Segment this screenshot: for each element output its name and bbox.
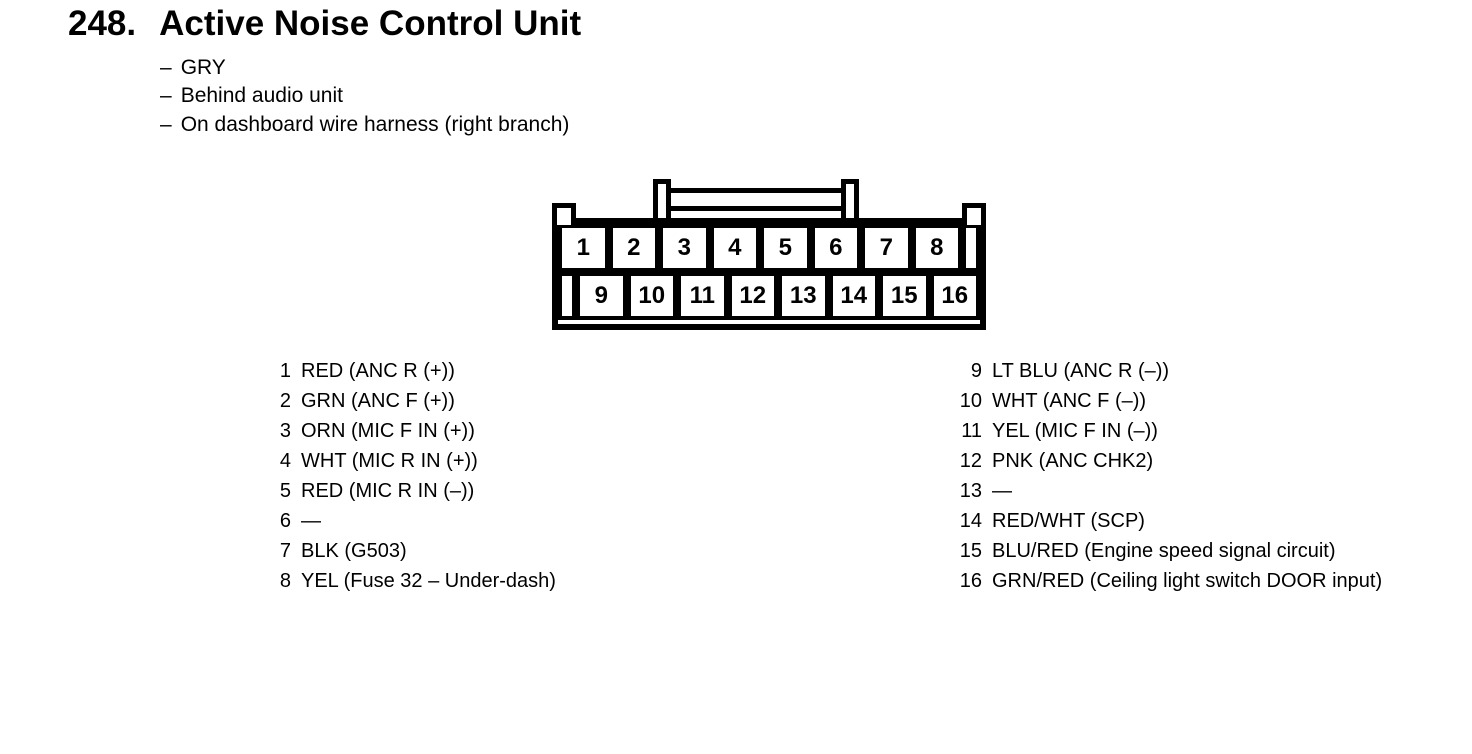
note-item: – GRY (160, 54, 569, 82)
pin-row: 9 LT BLU (ANC R (–)) (940, 357, 1382, 387)
pin-description: RED (MIC R IN (–)) (301, 480, 475, 502)
pin-description: BLK (G503) (301, 539, 407, 562)
note-dash: – (160, 84, 172, 108)
pin-description: LT BLU (ANC R (–)) (992, 360, 1170, 383)
pin-cell-7: 7 (861, 224, 912, 272)
pin-number: 6 (279, 509, 291, 532)
pin-number: 2 (279, 390, 291, 413)
pin-number: 15 (959, 539, 982, 562)
pin-row: 12 PNK (ANC CHK2) (940, 447, 1382, 477)
pin-cell-1: 1 (558, 224, 609, 272)
pin-cell-9: 9 (576, 272, 627, 320)
pin-cell-8: 8 (911, 224, 962, 272)
pin-cell-2: 2 (608, 224, 659, 272)
note-text: On dashboard wire harness (right branch) (180, 112, 570, 136)
pin-row-bottom: 9 10 11 12 13 14 15 16 (558, 272, 980, 320)
pin-description: RED (ANC R (+)) (301, 360, 455, 383)
pin-description: ORN (MIC F IN (+)) (301, 420, 475, 443)
note-text: GRY (180, 56, 226, 80)
pin-number: 16 (959, 569, 982, 592)
pin-number: 7 (279, 539, 291, 562)
pin-cell-3: 3 (659, 224, 710, 272)
blank-cell-top (962, 224, 980, 272)
pin-cell-4: 4 (709, 224, 760, 272)
pin-row: 13 — (940, 477, 1382, 507)
pin-cell-12: 12 (727, 272, 778, 320)
pin-description: WHT (MIC R IN (+)) (301, 450, 478, 473)
latch-bar (659, 188, 853, 211)
pin-cell-5: 5 (760, 224, 811, 272)
pin-row: 16 GRN/RED (Ceiling light switch DOOR in… (940, 566, 1382, 596)
pin-list-right: 9 LT BLU (ANC R (–)) 10 WHT (ANC F (–)) … (940, 357, 1382, 596)
pin-cell-14: 14 (828, 272, 879, 320)
pin-cell-10: 10 (626, 272, 677, 320)
pin-number: 1 (279, 360, 291, 383)
pin-number: 11 (961, 420, 982, 443)
notch-left (552, 203, 576, 225)
pin-number: 13 (959, 480, 982, 502)
pin-row-top: 1 2 3 4 5 6 7 8 (558, 224, 980, 272)
pin-number: 4 (279, 450, 291, 473)
latch-post-right (841, 179, 859, 220)
pin-number: 12 (959, 450, 982, 473)
pin-number: 8 (279, 569, 291, 592)
note-text: Behind audio unit (180, 84, 343, 108)
note-item: – On dashboard wire harness (right branc… (160, 111, 569, 139)
page-title: 248. Active Noise Control Unit (68, 4, 581, 44)
pin-number: 14 (959, 509, 982, 532)
pin-row: 5 RED (MIC R IN (–)) (257, 477, 556, 507)
section-number: 248. (68, 4, 137, 43)
pin-description: GRN (ANC F (+)) (301, 390, 455, 413)
pin-row: 1 RED (ANC R (+)) (257, 357, 556, 387)
connector-body: 1 2 3 4 5 6 7 8 9 10 11 12 13 14 15 16 (552, 218, 986, 330)
pin-description: GRN/RED (Ceiling light switch DOOR input… (992, 569, 1383, 592)
pin-row: 6 — (257, 506, 556, 536)
pin-row: 4 WHT (MIC R IN (+)) (257, 447, 556, 477)
pin-number: 3 (279, 420, 291, 443)
pin-row: 11 YEL (MIC F IN (–)) (940, 417, 1382, 447)
note-dash: – (160, 112, 172, 136)
pin-description: BLU/RED (Engine speed signal circuit) (992, 539, 1336, 562)
note-item: – Behind audio unit (160, 82, 569, 110)
pin-cell-6: 6 (810, 224, 861, 272)
pin-description: YEL (MIC F IN (–)) (992, 420, 1158, 443)
latch-post-left (653, 179, 671, 220)
connector-diagram: 1 2 3 4 5 6 7 8 9 10 11 12 13 14 15 16 (552, 179, 986, 330)
pin-cell-16: 16 (929, 272, 980, 320)
pin-description: PNK (ANC CHK2) (992, 450, 1154, 473)
pin-cell-15: 15 (879, 272, 930, 320)
pin-row: 15 BLU/RED (Engine speed signal circuit) (940, 536, 1382, 566)
notch-right (962, 203, 986, 225)
pin-row: 3 ORN (MIC F IN (+)) (257, 417, 556, 447)
blank-cell-bottom (558, 272, 576, 320)
pin-row: 10 WHT (ANC F (–)) (940, 387, 1382, 417)
pin-row: 2 GRN (ANC F (+)) (257, 387, 556, 417)
pin-description: — (301, 509, 321, 532)
pin-description: RED/WHT (SCP) (992, 509, 1145, 532)
pin-cell-11: 11 (677, 272, 728, 320)
note-dash: – (160, 56, 172, 80)
pin-row: 14 RED/WHT (SCP) (940, 506, 1382, 536)
pin-description: — (992, 480, 1012, 502)
section-title: Active Noise Control Unit (159, 4, 582, 43)
pin-cell-13: 13 (778, 272, 829, 320)
pin-number: 10 (959, 390, 982, 413)
pin-row: 7 BLK (G503) (257, 536, 556, 566)
pin-number: 5 (279, 480, 291, 502)
pin-row: 8 YEL (Fuse 32 – Under-dash) (257, 566, 556, 596)
connector-notes: – GRY – Behind audio unit – On dashboard… (160, 54, 569, 139)
pin-list-left: 1 RED (ANC R (+)) 2 GRN (ANC F (+)) 3 OR… (257, 357, 556, 596)
pin-description: WHT (ANC F (–)) (992, 390, 1147, 413)
pin-number: 9 (970, 360, 982, 383)
pin-description: YEL (Fuse 32 – Under-dash) (301, 569, 556, 592)
